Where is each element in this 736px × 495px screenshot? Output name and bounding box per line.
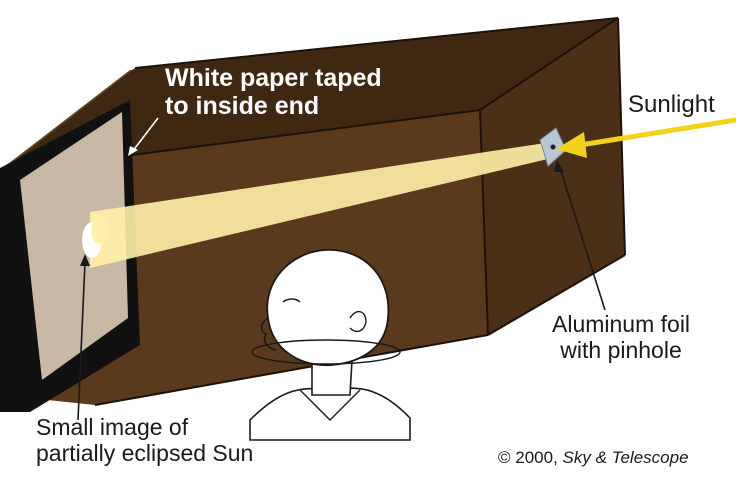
sunlight-label: Sunlight	[628, 91, 715, 118]
credit-prefix: © 2000,	[498, 448, 558, 467]
box-end-face	[480, 18, 625, 335]
copyright-credit: © 2000, Sky & Telescope	[498, 448, 689, 467]
light-beam	[90, 142, 552, 268]
image-pointer-line	[77, 261, 86, 421]
paper-pointer-arrowhead	[128, 146, 138, 156]
pointer-lines	[131, 117, 159, 153]
white-paper	[20, 112, 128, 380]
sunlight-arrow	[556, 117, 736, 158]
sun-image-label-line1: Small image of	[36, 414, 189, 440]
credit-publication: Sky & Telescope	[562, 448, 689, 467]
person-head-icon	[249, 249, 411, 441]
sun-image-label: Small image of partially eclipsed Sun	[36, 414, 254, 467]
foil-label: Aluminum foil with pinhole	[552, 311, 691, 364]
foil-pointer-line	[559, 167, 606, 311]
paper-label-line2: to inside end	[165, 92, 320, 120]
crescent-sun-icon	[82, 216, 109, 258]
sun-image-label-line2: partially eclipsed Sun	[36, 439, 254, 466]
paper-label-line1: White paper taped	[165, 64, 382, 92]
box-top-face	[0, 18, 618, 172]
foil-pointer-arrowhead	[554, 160, 564, 172]
foil-label-line1: Aluminum foil	[552, 311, 691, 337]
foil-label-line2: with pinhole	[560, 336, 682, 363]
image-pointer-arrowhead	[80, 254, 90, 266]
paper-label: White paper taped to inside end	[165, 64, 382, 120]
foil-patch-icon	[539, 127, 567, 167]
